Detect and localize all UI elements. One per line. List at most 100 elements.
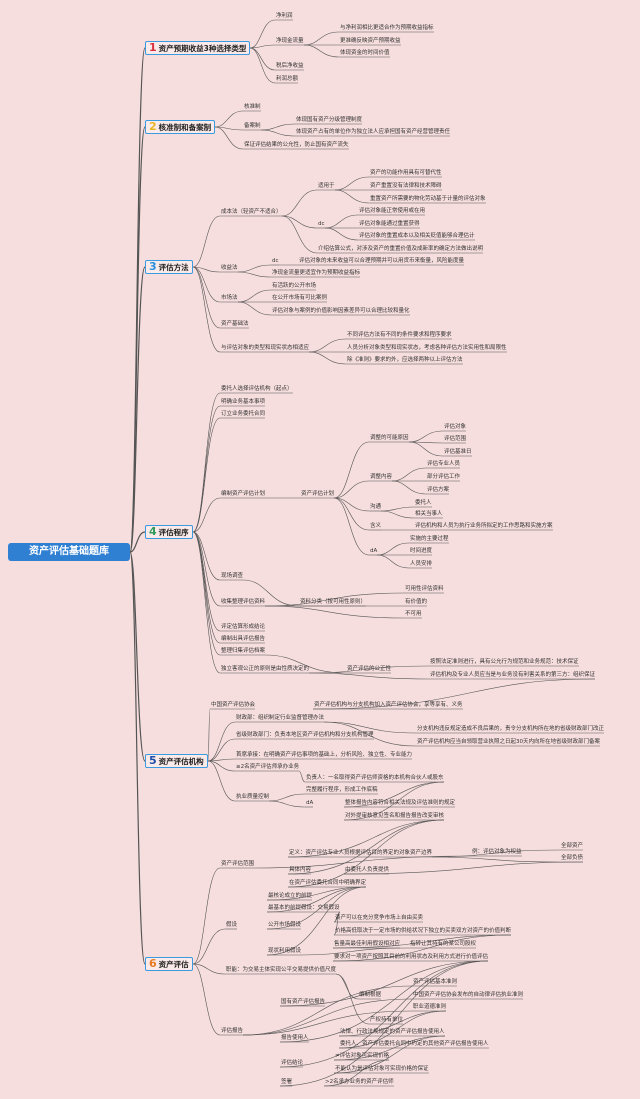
topic-node[interactable]: 资产评估范围 (221, 861, 255, 867)
topic-node[interactable]: 评估对象能正常使用或在用 (359, 208, 426, 214)
topic-node[interactable]: 法律、行政法规规定的资产评估报告使用人 (340, 1029, 445, 1035)
topic-node[interactable]: 净利润 (276, 13, 293, 19)
topic-node[interactable]: 不能认为是评估对象可实现价格的保证 (335, 1066, 429, 1072)
topic-node[interactable]: 评估报告 (221, 1028, 244, 1034)
topic-node[interactable]: 评估方案 (427, 487, 450, 493)
topic-node[interactable]: 编制出具评估报告 (221, 636, 266, 642)
topic-node[interactable]: 与评估对象的类型和现实状态相适应 (221, 345, 310, 351)
topic-node[interactable]: 资产的功能作用具有可替代性 (370, 170, 442, 176)
topic-node[interactable]: 委托人选择评估机构（起点） (221, 386, 293, 392)
topic-node[interactable]: 整体报告内容符合相关法规及评估准则的规定 (345, 800, 456, 806)
topic-node[interactable]: 评估范围 (444, 436, 467, 442)
topic-node[interactable]: 沟通 (370, 504, 382, 510)
topic-node[interactable]: 独立客观公正的原则是由性质决定的 (221, 666, 310, 672)
topic-node[interactable]: 对外提审核意见签名和报告报告改变审核 (345, 813, 445, 819)
topic-node[interactable]: 报告使用人 (281, 1035, 309, 1041)
topic-node[interactable]: 净现金流量更适宜作为预期收益指标 (272, 270, 361, 276)
topic-node[interactable]: 委托人、资产评估委托合同中约定的其他资产评估报告使用人 (340, 1041, 489, 1047)
topic-node[interactable]: 调整内容 (370, 474, 393, 480)
topic-node[interactable]: 签署 (281, 1079, 293, 1085)
topic-node[interactable]: 部分评估工作 (427, 474, 461, 480)
topic-node[interactable]: 体现国有资产分级管理制度 (296, 117, 363, 123)
topic-node[interactable]: 有活跃的公开市场 (272, 283, 317, 289)
topic-node[interactable]: 评估对象能通过重置获得 (359, 221, 420, 227)
topic-node[interactable]: 资产评估计划 (301, 491, 335, 497)
topic-node[interactable]: 财政部：组织制定行业监督管理办法 (236, 715, 325, 721)
topic-node[interactable]: 实施的主要过程 (410, 536, 449, 542)
topic-node[interactable]: 首席承接：在明确资产评估事项的基础上，分析风险、独立性、专业能力 (236, 752, 413, 758)
topic-node[interactable]: 例：评估对象为权益 (472, 849, 522, 855)
topic-node[interactable]: 编制资产评估计划 (221, 491, 266, 497)
topic-node[interactable]: 资料分类（按可用性原则） (300, 599, 367, 605)
topic-node[interactable]: 在资产评估委托合同中明确界定 (289, 880, 367, 886)
topic-node[interactable]: 资产基础法 (221, 321, 249, 327)
topic-node[interactable]: 资产评估机构应当自领取营业执照之日起30天内向所在地省级财政部门备案 (417, 739, 601, 745)
topic-node[interactable]: 评估对象与案例的价值影响因素差异可以合理比较和量化 (272, 308, 410, 314)
topic-node[interactable]: 时间进度 (410, 548, 433, 554)
topic-node[interactable]: 评估对象 (444, 424, 467, 430)
topic-node[interactable]: 省级财政部门：负责本地区资产评估机构和分支机构管理 (236, 732, 374, 738)
topic-node[interactable]: 全部负债 (561, 855, 584, 861)
topic-node[interactable]: ≥2名资产评估师承办业务 (236, 764, 300, 770)
topic-node[interactable]: 核准制 (244, 104, 261, 110)
topic-node[interactable]: 整理归集评估档案 (221, 648, 266, 654)
topic-node[interactable]: 全部资产 (561, 843, 584, 849)
topic-node[interactable]: 利润总额 (276, 76, 299, 82)
topic-node[interactable]: >2名承办业务的资产评估师 (325, 1079, 394, 1085)
topic-node[interactable]: 售量高最佳利用假设相对应 (334, 941, 401, 947)
topic-node[interactable]: 编制根据 (359, 992, 382, 998)
topic-node[interactable]: 最基本的前提假设：交易假设 (268, 905, 340, 911)
topic-node[interactable]: 职业道德准则 (413, 1004, 447, 1010)
topic-node[interactable]: 要求对一项资产按照其目前的利用状态及利用方式进行价值评估 (334, 954, 489, 960)
topic-node[interactable]: 现状利用假设 (268, 948, 302, 954)
topic-node[interactable]: 公开市场假设 (268, 922, 302, 928)
topic-node[interactable]: 评估专业人员 (427, 461, 461, 467)
topic-node[interactable]: 订立业务委托合同 (221, 411, 266, 417)
topic-node[interactable]: 执业质量控制 (236, 794, 270, 800)
topic-node[interactable]: 最核论成立的前提 (268, 893, 313, 899)
topic-node[interactable]: 评估机构和人员为执行业务所拟定的工作思路和实施方案 (415, 523, 553, 529)
topic-node[interactable]: 可用性评估资料 (405, 586, 444, 592)
topic-node[interactable]: 资产评估基本准则 (413, 979, 458, 985)
topic-node[interactable]: 更准确反映资产预期收益 (340, 38, 401, 44)
topic-node[interactable]: 体现资金的时间价值 (340, 50, 390, 56)
topic-node[interactable]: 收益法 (221, 265, 238, 271)
topic-node[interactable]: 与净利润相比更适合作为预期收益指标 (340, 25, 434, 31)
topic-node[interactable]: ≠评估对象可实现价格 (335, 1053, 390, 1059)
topic-node[interactable]: 备案制 (244, 123, 261, 129)
topic-node[interactable]: 资产评估的公正性 (347, 666, 392, 672)
topic-node[interactable]: dA (370, 548, 378, 554)
topic-node[interactable]: 保证评估结果的公允性，防止国有资产流失 (244, 142, 349, 148)
topic-node[interactable]: 评估对象的重置成本以及相关贬值能够合理估计 (359, 233, 475, 239)
topic-node[interactable]: 明确业务基本事项 (221, 399, 266, 405)
topic-node[interactable]: 委托人 (415, 500, 432, 506)
topic-node[interactable]: 调整的可能原因 (370, 435, 409, 441)
topic-node[interactable]: 成本法（轻资产不适合） (221, 209, 282, 215)
topic-node[interactable]: 适用于 (318, 183, 335, 189)
topic-node[interactable]: 含义 (370, 523, 382, 529)
topic-node[interactable]: 负责人：一名取得资产评估师资格的本机构合伙人或股东 (306, 775, 444, 781)
topic-node[interactable]: 收集整理评估资料 (221, 599, 266, 605)
topic-node[interactable]: dA (306, 800, 314, 806)
topic-node[interactable]: 分支机构违反规定造成不良后果的，责令分支机构所在地的省级财政部门改正 (417, 726, 605, 732)
root-topic[interactable]: 资产评估基础题库 (8, 543, 130, 561)
topic-node[interactable]: 评估基准日 (444, 449, 472, 455)
topic-node[interactable]: 价格高低取决于一定市场的供给状况下独立的买卖双方对资产的价值判断 (335, 928, 512, 934)
topic-node[interactable]: 产权持有单位 (370, 1017, 404, 1023)
topic-node[interactable]: 在公开市场有可比案例 (272, 295, 328, 301)
topic-node[interactable]: dc (318, 221, 325, 227)
topic-node[interactable]: 资产可以在充分竞争市场上自由买卖 (335, 915, 424, 921)
topic-node[interactable]: 除《准则》要求的外，应选择两种以上评估方法 (347, 357, 463, 363)
topic-node[interactable]: 指转让其持有的某公司股权 (410, 941, 477, 947)
topic-node[interactable]: 具体内容 (289, 867, 312, 873)
topic-node[interactable]: 不同评估方法有不同的条件要求和程序要求 (347, 332, 452, 338)
topic-node[interactable]: dc (272, 258, 279, 264)
topic-node[interactable]: 相关当事人 (415, 511, 443, 517)
topic-node[interactable]: 介绍估算公式，对涉及资产的重置价值及成新率的确定方法做出说明 (318, 246, 484, 252)
